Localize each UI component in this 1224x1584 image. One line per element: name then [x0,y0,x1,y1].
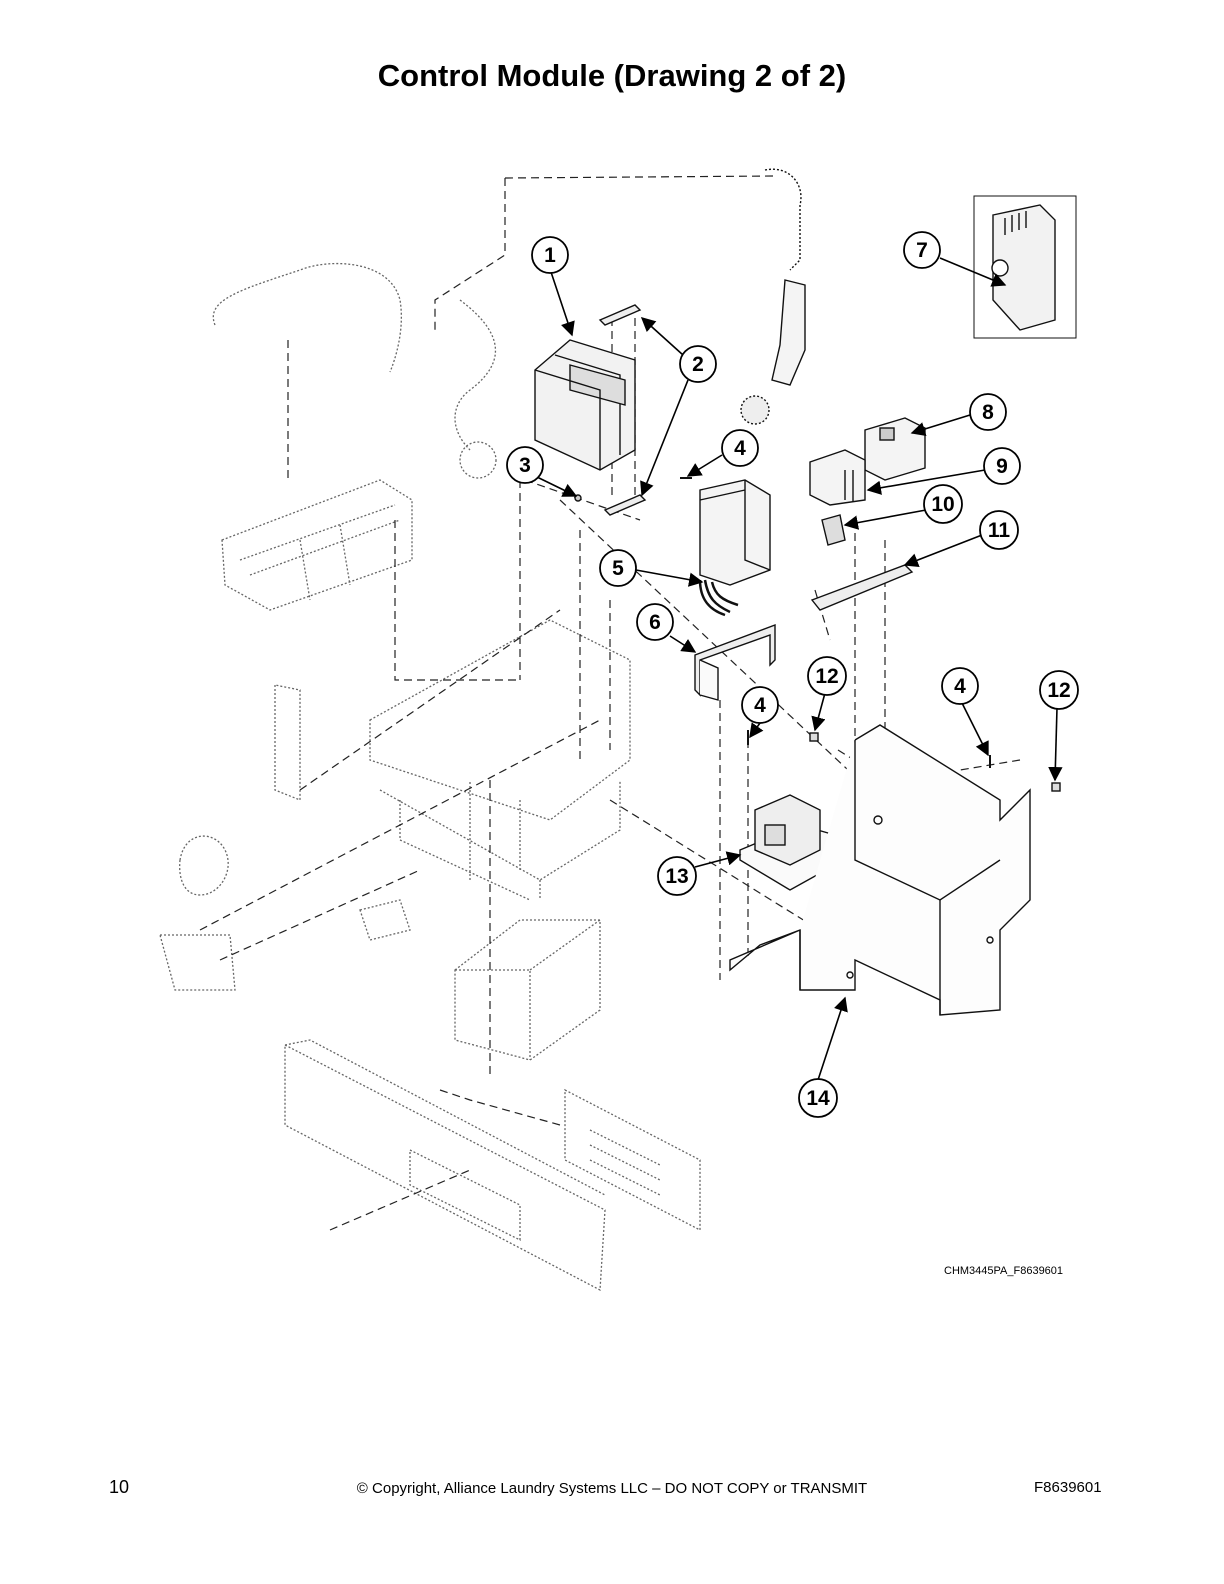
callout-12-b: 12 [1039,670,1079,710]
left-harness [274,684,301,801]
left-bracket [159,934,236,991]
lower-box [454,919,601,1061]
front-panel [284,1043,606,1292]
part-12-clip-a [809,732,819,742]
callout-6-label: 6 [649,611,661,634]
part-14-chassis-bracket [729,724,1031,1016]
callout-4-a: 4 [721,429,759,467]
part-8-contactor [864,417,926,481]
callout-1: 1 [531,236,569,274]
callout-4-b: 4 [741,686,779,724]
part-7-frame [973,195,1077,339]
part-1-inverter-module [534,339,636,471]
callout-11: 11 [979,510,1019,550]
callouts: 1 2 3 4 5 6 7 8 9 10 11 12 4 12 4 12 13 … [0,0,1079,1118]
callout-13-label: 13 [665,865,688,888]
ghost-parts [159,262,701,1292]
part-2-bracket [598,304,647,516]
copyright-notice: © Copyright, Alliance Laundry Systems LL… [356,1480,868,1497]
callout-8-label: 8 [982,401,994,424]
callout-2: 2 [679,345,717,383]
callout-12-b-label: 12 [1047,679,1070,702]
cord-plug [740,168,806,425]
part-5-cover-box [698,479,771,617]
callout-7: 7 [903,231,941,269]
document-number: F8639601 [1034,1479,1102,1496]
callout-11-label: 11 [988,519,1011,542]
wire-harness-loop [212,262,402,373]
part-13-transformer [739,794,836,891]
callout-4-c: 4 [941,667,979,705]
page-number: 10 [109,1477,130,1497]
part-10-clip [821,514,846,546]
page-title: Control Module (Drawing 2 of 2) [377,58,847,93]
callout-4-a-label: 4 [734,437,746,460]
callout-8: 8 [969,393,1007,431]
callout-4-c-label: 4 [954,675,966,698]
leader-lines [536,257,1063,1081]
callout-14: 14 [798,1078,838,1118]
center-chassis [369,619,631,821]
callout-3: 3 [506,446,544,484]
callout-12-a: 12 [807,656,847,696]
display-board [564,1088,701,1232]
callout-9-label: 9 [996,455,1008,478]
callout-7-label: 7 [916,239,928,262]
callout-10: 10 [923,484,963,524]
callout-4-b-label: 4 [754,694,766,717]
solid-parts [534,168,1077,1016]
assembly-lines [199,175,1021,1231]
part-12-clip-b [1051,782,1061,792]
left-switch-assembly [179,835,229,896]
callout-5-label: 5 [612,557,624,580]
callout-2-label: 2 [692,353,704,376]
part-9-relay-block [809,449,866,506]
part-6-bracket [694,623,776,701]
part-11-din-rail [810,564,914,611]
callout-10-label: 10 [931,493,954,516]
callout-5: 5 [599,549,637,587]
main-control-board [221,479,413,611]
callout-14-label: 14 [806,1087,830,1110]
callout-9: 9 [983,447,1021,485]
callout-1-label: 1 [544,244,556,267]
part-7-drive-module [991,204,1056,331]
drawing-id: CHM3445PA_F8639601 [944,1265,1064,1277]
callout-13: 13 [657,856,697,896]
callout-6: 6 [636,603,674,641]
callout-12-a-label: 12 [815,665,838,688]
coiled-cord [454,299,497,451]
callout-12-c-label: 12 [0,0,18,4]
callout-3-label: 3 [519,454,531,477]
